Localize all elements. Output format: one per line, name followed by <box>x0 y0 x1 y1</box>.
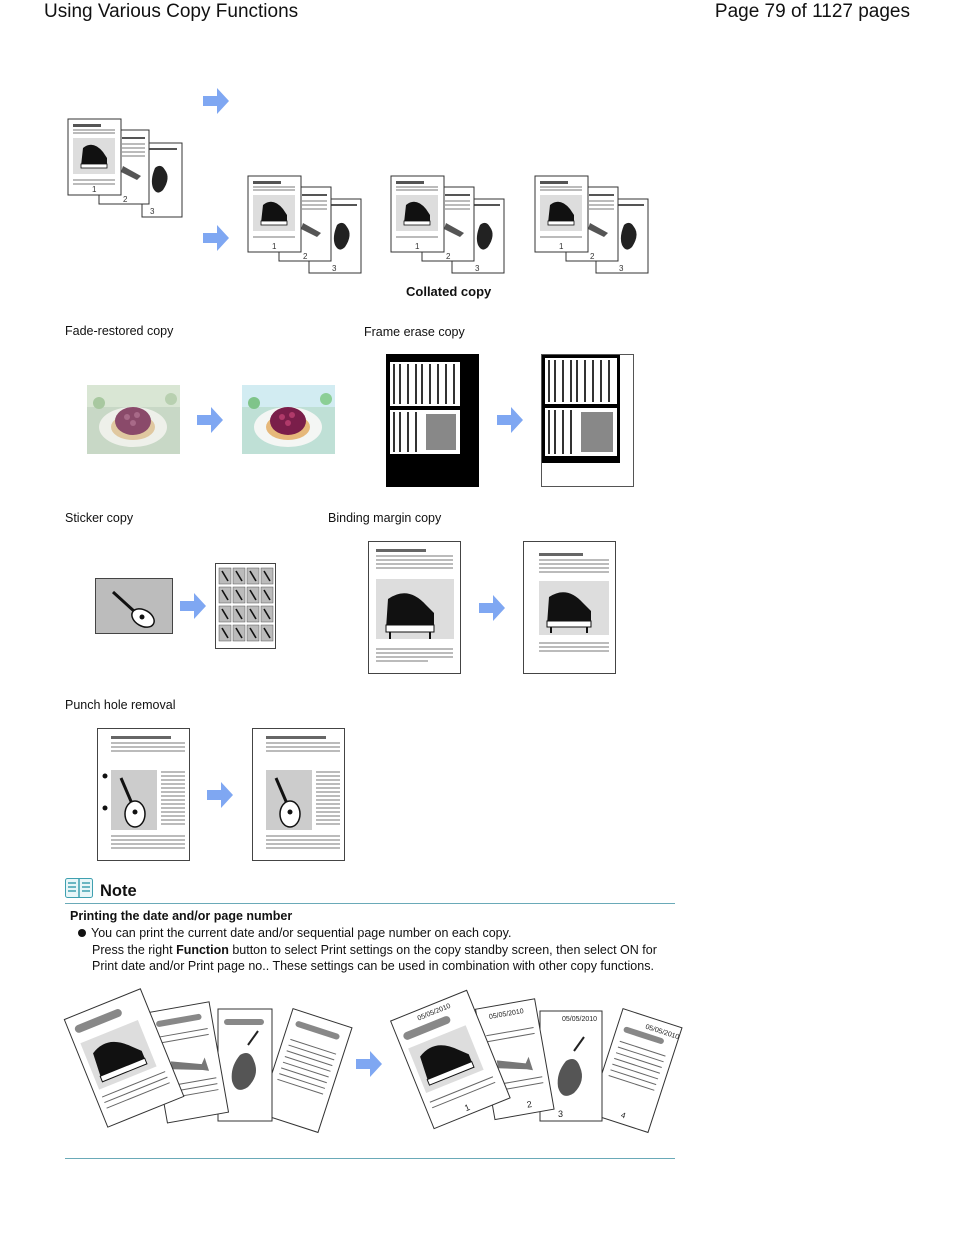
piano-icon <box>385 593 435 639</box>
arrow-right-icon <box>205 780 235 810</box>
note-instruction-prefix: Press the right <box>92 943 177 957</box>
frame-erase-original <box>386 354 479 487</box>
note-instruction-line-2: Print date and/or Print page no.. These … <box>92 959 654 973</box>
frame-erase-label: Frame erase copy <box>364 325 465 339</box>
piano-icon <box>546 592 592 633</box>
guitar-icon <box>111 590 155 628</box>
punch-hole-original <box>97 728 190 861</box>
binding-margin-result <box>523 541 616 674</box>
fade-restored-label: Fade-restored copy <box>65 324 174 338</box>
collated-copy-caption: Collated copy <box>406 284 492 299</box>
svg-text:1: 1 <box>92 185 97 194</box>
faded-photo <box>87 385 180 454</box>
arrow-right-icon <box>201 223 231 253</box>
page-number: 3 <box>558 1109 563 1119</box>
svg-text:2: 2 <box>123 195 128 204</box>
page-number: 2 <box>590 252 595 261</box>
page-number: 4 <box>620 1110 628 1120</box>
collated-stack-2: 3 2 1 <box>390 175 505 274</box>
stack-page-1: 1 <box>67 118 122 196</box>
arrow-right-icon <box>354 1049 384 1079</box>
punch-hole <box>102 773 108 779</box>
page-counter: Page 79 of 1127 pages <box>714 1 910 22</box>
page-number: 1 <box>415 242 420 251</box>
frame-erase-result <box>541 354 634 487</box>
note-subheading: Printing the date and/or page number <box>70 909 293 923</box>
punch-hole-result <box>252 728 345 861</box>
page-number: 1 <box>559 242 564 251</box>
note-bullet-text: You can print the current date and/or se… <box>91 926 512 940</box>
sticker-sheet <box>215 563 276 649</box>
note-bottom-rule <box>65 1158 675 1159</box>
arrow-right-icon <box>495 405 525 435</box>
note-book-icon <box>65 878 93 898</box>
document-title: Using Various Copy Functions <box>44 1 299 22</box>
sticker-copy-label: Sticker copy <box>65 511 134 525</box>
arrow-right-icon <box>201 86 231 116</box>
punch-hole <box>102 805 108 811</box>
note-instruction-line: Press the right Function button to selec… <box>92 942 657 959</box>
guitar-icon <box>119 777 146 828</box>
original-document-stack: 3 2 1 <box>67 118 183 218</box>
page-number: 1 <box>272 242 277 251</box>
collated-stack-1: 3 2 1 <box>247 175 362 274</box>
binding-margin-label: Binding margin copy <box>328 511 442 525</box>
svg-text:3: 3 <box>150 207 155 216</box>
trumpet-icon <box>170 1057 210 1071</box>
violin-icon <box>231 1053 256 1090</box>
collated-stack-3: 3 2 1 <box>534 175 649 274</box>
guitar-icon <box>274 777 301 828</box>
date-stamp: 05/05/2010 <box>562 1016 597 1023</box>
sticker-original <box>95 578 173 634</box>
page-number: 3 <box>332 264 337 273</box>
page-number: 3 <box>475 264 480 273</box>
note-top-rule <box>65 903 675 904</box>
arrow-right-icon <box>195 405 225 435</box>
binding-margin-original <box>368 541 461 674</box>
note-heading: Note <box>100 882 137 900</box>
page-number: 2 <box>526 1099 533 1110</box>
punch-hole-label: Punch hole removal <box>65 698 176 712</box>
page-number: 2 <box>446 252 451 261</box>
trumpet-icon <box>496 1056 533 1071</box>
restored-photo <box>242 385 335 454</box>
pages-without-stamps <box>63 988 353 1134</box>
bullet-icon <box>78 929 86 937</box>
page-number: 2 <box>303 252 308 261</box>
page-number: 3 <box>619 264 624 273</box>
arrow-right-icon <box>477 593 507 623</box>
note-instruction-suffix: button to select Print settings on the c… <box>228 943 657 957</box>
arrow-right-icon <box>178 591 208 621</box>
violin-icon <box>557 1059 582 1096</box>
function-button-name: Function <box>176 943 229 957</box>
page-number: 1 <box>463 1102 471 1113</box>
